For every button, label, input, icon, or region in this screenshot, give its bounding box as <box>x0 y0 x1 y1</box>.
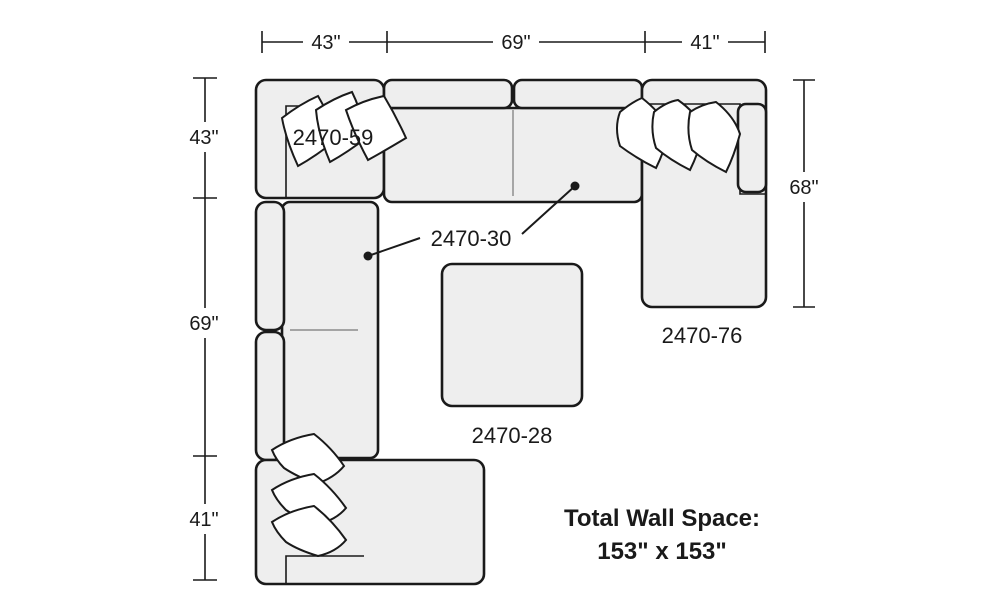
top-dim-3: 41" <box>690 32 719 54</box>
chaise-label: 2470-76 <box>662 323 743 348</box>
loveseat-label: 2470-30 <box>431 226 512 251</box>
ottoman-piece <box>440 262 584 408</box>
left-armless-loveseat <box>254 200 380 462</box>
left-dim-2: 69" <box>189 313 218 335</box>
total-wall-space-value: 153" x 153" <box>597 538 727 565</box>
pillow-icon <box>344 94 408 162</box>
pillows-top-left <box>280 90 408 168</box>
right-dim: 68" <box>789 177 818 199</box>
ottoman-label: 2470-28 <box>472 423 553 448</box>
pillow-icon <box>687 100 742 174</box>
top-dim-2: 69" <box>501 32 530 54</box>
pillow-icon <box>270 432 346 486</box>
top-dim-1: 43" <box>311 32 340 54</box>
pillows-top-right <box>616 96 742 174</box>
left-dim-3: 41" <box>189 509 218 531</box>
top-dimension: 43" 69" 41" <box>261 28 766 56</box>
left-dimension: 43" 69" 41" <box>182 77 228 581</box>
total-wall-space-title: Total Wall Space: <box>564 505 760 532</box>
top-armless-loveseat <box>382 78 644 204</box>
corner-label: 2470-59 <box>293 125 374 150</box>
pillow-icon <box>270 504 348 558</box>
right-dimension: 68" <box>782 79 828 308</box>
loveseat-callout: 2470-30 <box>363 181 580 261</box>
left-dim-1: 43" <box>189 127 218 149</box>
pillows-bottom-left <box>270 432 348 558</box>
